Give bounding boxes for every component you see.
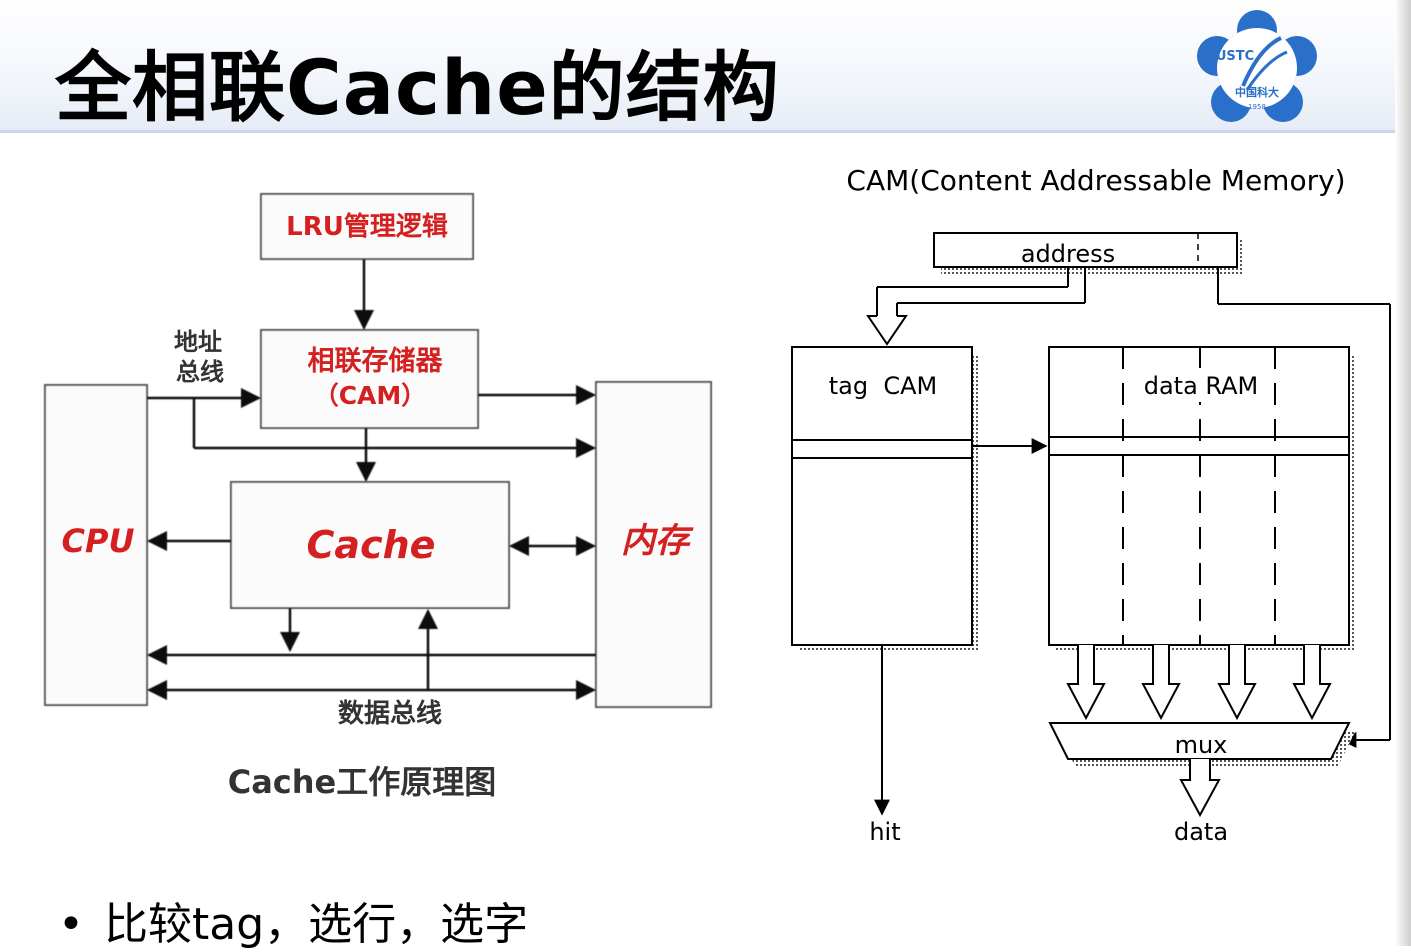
logo-name: 中国科大 [1235, 85, 1279, 99]
memory-label: 内存 [621, 521, 694, 561]
address-bus-label-1: 地址 [174, 328, 222, 356]
cam-box [260, 329, 479, 429]
logo-abbr: USTC [1216, 49, 1254, 64]
address-label: address [1021, 240, 1115, 268]
ustc-logo-icon: USTC 中国科大 1958 [1197, 10, 1317, 122]
data-bus-label: 数据总线 [338, 699, 442, 729]
bullet-text: 比较tag，选行，选字 [104, 899, 529, 950]
cam-label-2: （CAM） [314, 381, 427, 410]
data-out-arrow [1179, 759, 1221, 818]
cpu-label: CPU [62, 522, 135, 560]
slide-edge [1395, 0, 1411, 946]
data-out-label: data [1174, 818, 1228, 846]
word-arrow-4 [1292, 645, 1332, 721]
cache-label: Cache [307, 523, 436, 567]
data-ram-label: data RAM [1144, 372, 1259, 400]
cam-heading: CAM(Content Addressable Memory) [846, 164, 1345, 197]
cache-working-diagram: LRU管理逻辑 地址 总线 相联存储器 （CAM） CPU Cache 内存 数… [44, 193, 712, 801]
cam-label-1: 相联存储器 [308, 346, 444, 377]
bullet-point: • 比较tag，选行，选字 [58, 888, 528, 952]
title-band [0, 0, 1395, 133]
hit-label: hit [869, 818, 900, 846]
tag-cam-box [791, 346, 973, 646]
tag-cam-label: tag CAM [829, 372, 938, 400]
lru-box [260, 193, 474, 260]
memory-box [595, 381, 712, 708]
address-bus-label-2: 总线 [176, 358, 224, 386]
word-arrow-1 [1066, 645, 1106, 721]
mux-label: mux [1175, 731, 1228, 759]
lru-label: LRU管理逻辑 [286, 212, 448, 242]
slide-title: 全相联Cache的结构 [55, 43, 780, 132]
bullet-marker: • [58, 899, 84, 950]
logo-year: 1958 [1248, 103, 1266, 111]
cache-box [230, 481, 510, 609]
word-arrow-3 [1217, 645, 1257, 721]
cam-structure-diagram: CAM(Content Addressable Memory) address … [791, 164, 1391, 846]
word-arrow-2 [1141, 645, 1181, 721]
diagram-caption: Cache工作原理图 [228, 763, 497, 801]
address-register [933, 232, 1238, 268]
mux-block [1048, 722, 1351, 760]
